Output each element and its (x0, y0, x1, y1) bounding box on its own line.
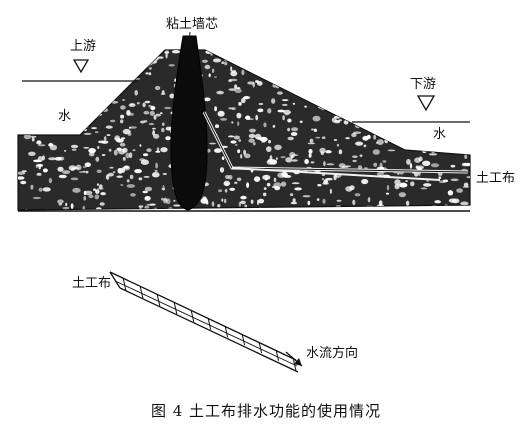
upstream-level-marker (72, 59, 90, 74)
figure-caption: 图 4 土工布排水功能的使用情况 (151, 402, 381, 420)
geotextile-strip (109, 271, 299, 373)
geotextile-label-bottom: 土工布 (72, 276, 111, 291)
clay-core (170, 35, 208, 211)
geotextile-label-top: 土工布 (476, 171, 515, 186)
downstream-label: 下游 (410, 77, 436, 92)
water-right-label: 水 (433, 127, 446, 142)
water-left-label: 水 (58, 109, 71, 124)
upstream-label: 上游 (70, 39, 96, 54)
flow-direction-label: 水流方向 (306, 345, 358, 361)
downstream-level-marker (416, 95, 436, 112)
dam-geotextile (202, 111, 469, 181)
geotextile-detail (109, 271, 303, 373)
core-pointer (188, 31, 191, 45)
flow-arrowhead (294, 358, 302, 366)
core-label: 粘土墙芯 (166, 17, 218, 32)
dam-body (17, 49, 471, 211)
